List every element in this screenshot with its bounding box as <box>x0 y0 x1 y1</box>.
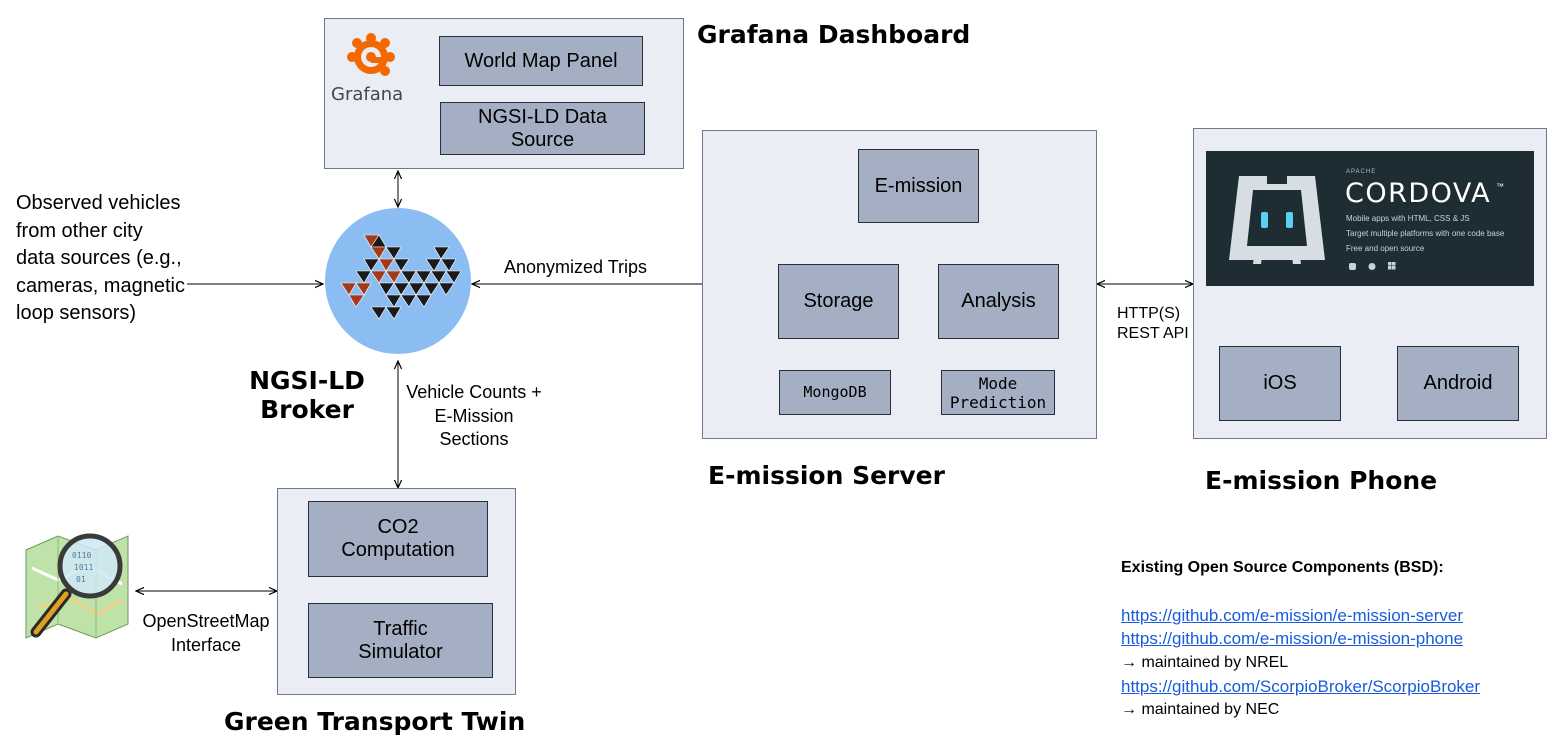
scorpio-broker-link[interactable]: https://github.com/ScorpioBroker/Scorpio… <box>1121 677 1481 696</box>
storage-box: Storage <box>778 264 899 339</box>
mode-prediction-box: Mode Prediction <box>941 370 1055 415</box>
openstreetmap-icon: 0110 1011 01 <box>25 533 129 639</box>
apple-small-icon <box>1368 263 1376 270</box>
svg-text:01: 01 <box>76 575 86 584</box>
ios-box: iOS <box>1219 346 1341 421</box>
analysis-box: Analysis <box>938 264 1059 339</box>
windows-small-icon <box>1388 262 1396 270</box>
android-small-icon <box>1349 263 1356 270</box>
cordova-name-text: CORDOVA <box>1345 178 1492 209</box>
observed-vehicles-text: Observed vehicles from other city data s… <box>16 192 185 324</box>
grafana-logo-text: Grafana <box>331 84 404 105</box>
cordova-line1: Mobile apps with HTML, CSS & JS <box>1346 214 1470 223</box>
traffic-simulator-box: Traffic Simulator <box>308 603 493 678</box>
components-heading: Existing Open Source Components (BSD): <box>1121 559 1444 576</box>
svg-text:0110: 0110 <box>72 551 91 560</box>
emission-phone-title: E-mission Phone <box>1205 466 1438 495</box>
emission-box: E-mission <box>858 149 979 223</box>
green-transport-twin-title: Green Transport Twin <box>224 707 526 736</box>
co2-computation-box: CO2 Computation <box>308 501 488 577</box>
platform-icons <box>1349 262 1396 270</box>
cordova-line3: Free and open source <box>1346 244 1425 253</box>
cordova-apache-text: APACHE <box>1346 169 1377 175</box>
maintained-by-nrel-note: → maintained by NREL <box>1121 654 1289 671</box>
emission-phone-link[interactable]: https://github.com/e-mission/e-mission-p… <box>1121 629 1464 648</box>
ngsi-ld-data-source-box: NGSI-LD Data Source <box>440 102 645 155</box>
android-box: Android <box>1397 346 1519 421</box>
grafana-logo-icon <box>347 33 395 76</box>
mongodb-box: MongoDB <box>779 370 891 415</box>
vehicle-counts-label: Vehicle Counts + E-Mission Sections <box>406 382 542 449</box>
maintained-by-nec-note: → maintained by NEC <box>1121 701 1280 718</box>
openstreetmap-interface-label: OpenStreetMap Interface <box>142 611 270 655</box>
svg-text:1011: 1011 <box>74 563 93 572</box>
emission-server-link[interactable]: https://github.com/e-mission/e-mission-s… <box>1121 606 1464 625</box>
http-rest-api-label: HTTP(S) REST API <box>1117 305 1189 342</box>
cordova-tm-text: ™ <box>1496 182 1504 191</box>
emission-server-title: E-mission Server <box>708 461 945 490</box>
broker-title: NGSI-LD Broker <box>249 366 365 424</box>
world-map-panel-box: World Map Panel <box>439 36 643 86</box>
cordova-logo-icon <box>1229 170 1325 264</box>
ngsi-ld-broker-icon <box>325 208 471 354</box>
anonymized-trips-label: Anonymized Trips <box>504 257 648 277</box>
grafana-dashboard-title: Grafana Dashboard <box>697 20 971 49</box>
cordova-line2: Target multiple platforms with one code … <box>1346 229 1505 238</box>
